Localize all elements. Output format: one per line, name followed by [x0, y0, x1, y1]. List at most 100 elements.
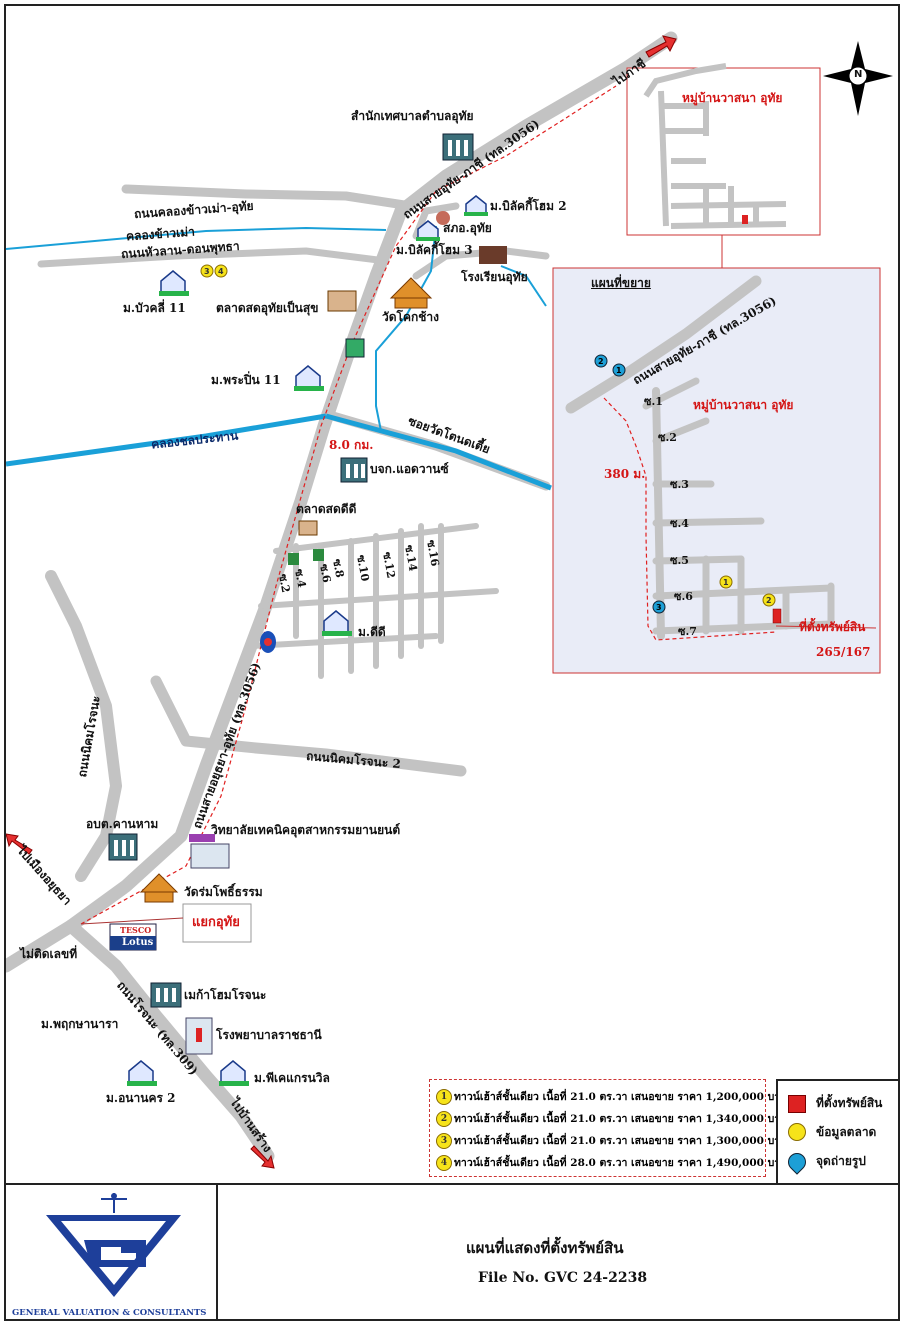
hospital-icon: [185, 1017, 213, 1055]
market-bubbles-main: [200, 264, 228, 278]
photo-point-icons: [594, 354, 666, 614]
canal-branch: [375, 225, 437, 432]
map-frame: 2 1 3 1 2: [4, 4, 900, 1321]
label-market: ตลาดสดอุทัยเป็นสุข: [216, 301, 319, 315]
footer: GENERAL VALUATION & CONSULTANTS แผนที่แส…: [6, 1183, 898, 1319]
inset-property-marker: [742, 215, 748, 224]
detail-property-label: ที่ตั้งทรัพย์สิน: [799, 620, 866, 634]
label-km: 8.0 กม.: [329, 438, 374, 452]
detail-soi-7: ซ.7: [678, 625, 697, 638]
road-rojana: [64, 919, 275, 1163]
junction-box: [182, 903, 252, 943]
property-symbol-icon: [788, 1095, 806, 1113]
label-phrapin: ม.พระปิ่น 11: [211, 373, 281, 387]
label-lotus: Lotus: [122, 937, 154, 948]
label-megahome: เมก้าโฮมโรจนะ: [184, 988, 267, 1002]
market-points: [719, 575, 776, 607]
detail-box: [552, 267, 881, 674]
label-obt: อบต.คานหาม: [86, 817, 159, 831]
label-school: โรงเรียนอุทัย: [461, 270, 528, 284]
label-municipality: สำนักเทศบาลตำบลอุทัย: [351, 109, 474, 123]
svg-text:2: 2: [766, 596, 772, 605]
label-advance: บจก.แอดวานซ์: [370, 462, 449, 476]
tesco-logo: [109, 923, 157, 951]
soi-main-8: ซ.8: [330, 557, 347, 579]
logo-box: GENERAL VALUATION & CONSULTANTS: [6, 1185, 218, 1319]
legend-property: ที่ตั้งทรัพย์สิน: [816, 1096, 883, 1110]
svg-text:4: 4: [218, 267, 224, 276]
company-name: GENERAL VALUATION & CONSULTANTS: [12, 1308, 207, 1318]
arrow-to-bansang: [250, 1145, 275, 1169]
canal-irrigation-2: [325, 413, 552, 491]
label-anan: ม.อนานคร 2: [106, 1091, 176, 1105]
detail-soi-3: ซ.3: [670, 478, 689, 491]
label-mdd: ม.ดีดี: [358, 625, 386, 639]
arrow-to-pachi: [645, 35, 677, 58]
detail-soi-2: ซ.2: [658, 431, 677, 444]
road-hualan: [37, 247, 390, 268]
route-line: [80, 85, 617, 925]
canal-irrigation: [6, 413, 327, 467]
photo-num-1: 1: [616, 366, 622, 375]
label-market-dd: ตลาดสดดีดี: [296, 502, 357, 516]
market-icons: [298, 290, 357, 536]
label-billic3: ม.บิลัคกี้โฮม 3: [396, 243, 473, 257]
soi-main-4: ซ.4: [292, 567, 309, 589]
label-junction: แยกอุทัย: [192, 915, 240, 930]
school-icon: [479, 246, 507, 264]
soi-main-2: ซ.2: [276, 572, 293, 594]
label-tesco: TESCO: [120, 925, 152, 935]
label-wat-khok: วัดโคกช้าง: [382, 310, 440, 324]
photo-symbol-icon: [784, 1149, 810, 1175]
detail-distance: 380 ม.: [604, 467, 646, 481]
svg-text:1: 1: [723, 578, 729, 587]
label-buakhli: ม.บัวคลี่ 11: [123, 301, 186, 315]
map-canvas: 2 1 3 1 2: [6, 31, 893, 1169]
footer-title: แผนที่แสดงที่ตั้งทรัพย์สิน: [466, 1239, 624, 1257]
north-compass: [823, 41, 893, 116]
canal-khaomao: [6, 226, 387, 250]
police-icon: [436, 211, 450, 225]
svg-text:3: 3: [204, 267, 210, 276]
label-wat-rom: วัดร่มโพธิ์ธรรม: [184, 885, 263, 899]
arrow-to-ayutthaya: [6, 833, 33, 855]
photo-num-2: 2: [598, 357, 604, 366]
detail-roads: [565, 275, 835, 640]
building-windows: [114, 140, 468, 1002]
canal-branch-2: [500, 265, 547, 307]
label-north: N: [854, 69, 863, 80]
gvc-logo: [46, 1193, 181, 1297]
detail-address: 265/167: [816, 645, 871, 659]
label-billic2: ม.บิลัคกี้โฮม 2: [490, 199, 567, 213]
detail-property-marker: [772, 608, 782, 624]
gas-station-icon: [260, 631, 276, 653]
symbol-legend: ที่ตั้งทรัพย์สิน ข้อมูลตลาด จุดถ่ายรูป: [776, 1079, 898, 1185]
label-police: สภอ.อุทัย: [443, 221, 492, 235]
detail-soi-5: ซ.5: [670, 554, 689, 567]
seven-eleven-icons: [288, 549, 324, 565]
village-icons: [127, 195, 488, 1086]
detail-soi-4: ซ.4: [670, 517, 689, 530]
road-udhai-pachi: [394, 31, 678, 218]
legend-market: ข้อมูลตลาด: [816, 1125, 877, 1139]
road-nikhom: [45, 570, 122, 882]
label-pk: ม.พีเคแกรนวิล: [254, 1071, 330, 1085]
detail-title: แผนที่ขยาย: [591, 276, 651, 290]
label-phrukphan: ม.พฤกษานารา: [41, 1017, 119, 1031]
temple-icons: [139, 277, 433, 903]
market-symbol-icon: [788, 1123, 806, 1141]
legend-photo: จุดถ่ายรูป: [816, 1154, 866, 1168]
detail-soi-6: ซ.6: [674, 590, 693, 603]
detail-village: หมู่บ้านวาสนา อุทัย: [693, 398, 794, 412]
college-icon: [189, 834, 230, 869]
soi-main-6: ซ.6: [317, 562, 334, 584]
road-klongkhaomao: [121, 184, 416, 211]
road-nikhom2: [150, 675, 467, 777]
label-hospital: โรงพยาบาลราชธานี: [216, 1028, 322, 1042]
footer-file: File No. GVC 24-2238: [478, 1270, 648, 1286]
photo-num-3: 3: [656, 603, 662, 612]
